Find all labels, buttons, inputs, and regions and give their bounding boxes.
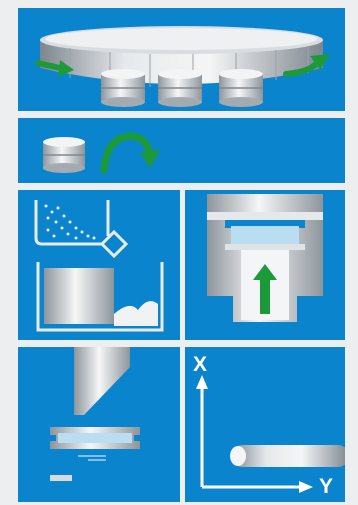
- panel-press: [185, 190, 345, 340]
- sample-cup-icon: [43, 137, 85, 173]
- powder-flask-icon: [36, 200, 126, 256]
- sample-cup-icon: [101, 69, 145, 107]
- sample-cup-icon: [38, 262, 162, 330]
- panel-blade: [18, 347, 180, 502]
- panel-rotary-changer: [18, 8, 345, 111]
- y-axis-label: Y: [319, 476, 333, 497]
- xy-axes-icon: [196, 375, 313, 493]
- rotate-arrow-icon: [104, 136, 160, 170]
- sample-holder-icon: [50, 427, 140, 481]
- panel-xy-stage: X Y: [185, 347, 345, 502]
- blade-icon: [74, 347, 130, 415]
- panel-cup-rotation: [18, 118, 345, 183]
- xy-stage-icon: [230, 445, 345, 467]
- sample-cup-icon: [219, 69, 263, 107]
- sample-cup-icon: [158, 69, 202, 107]
- x-axis-label: X: [193, 354, 207, 375]
- panel-powder-fill: [18, 190, 180, 340]
